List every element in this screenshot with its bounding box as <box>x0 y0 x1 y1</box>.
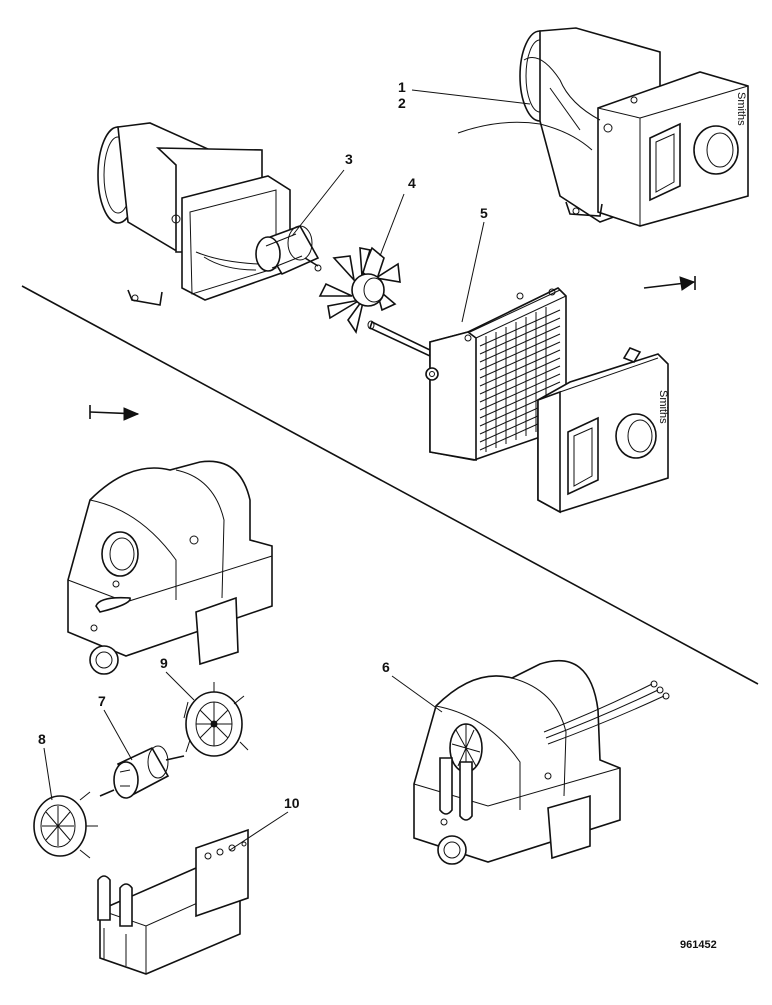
brand-lettering-exploded: Smiths <box>657 390 669 424</box>
section-divider-line <box>21 285 759 685</box>
brand-lettering-assembled: Smiths <box>735 92 747 126</box>
blower-impeller-large <box>183 682 249 757</box>
heater-housing-rear <box>97 122 291 306</box>
blower-assembled <box>413 659 670 865</box>
fan-impeller <box>318 246 401 334</box>
heater-matrix <box>425 287 567 461</box>
callout-10: 10 <box>284 795 300 811</box>
blower-impeller-small <box>33 791 98 859</box>
blower-motor <box>255 225 322 276</box>
heater-assembled: Smiths <box>457 27 749 227</box>
drawing-reference-number: 961452 <box>680 939 717 951</box>
callout-1: 1 <box>398 79 406 95</box>
heater-matrix-small <box>97 828 249 975</box>
fan-shaft <box>367 320 431 358</box>
callout-7: 7 <box>98 693 106 709</box>
callout-4: 4 <box>408 175 416 191</box>
direction-arrow-right-left <box>89 405 140 421</box>
blower-motor-small <box>99 745 185 799</box>
callout-3: 3 <box>345 151 353 167</box>
callout-2: 2 <box>398 95 406 111</box>
callout-6: 6 <box>382 659 390 675</box>
blower-housing <box>67 460 273 675</box>
callout-8: 8 <box>38 731 46 747</box>
callout-5: 5 <box>480 205 488 221</box>
leader-lines <box>43 89 531 851</box>
front-cover-exploded: Smiths <box>537 347 669 514</box>
direction-arrow-right-top <box>643 276 696 291</box>
callout-9: 9 <box>160 655 168 671</box>
